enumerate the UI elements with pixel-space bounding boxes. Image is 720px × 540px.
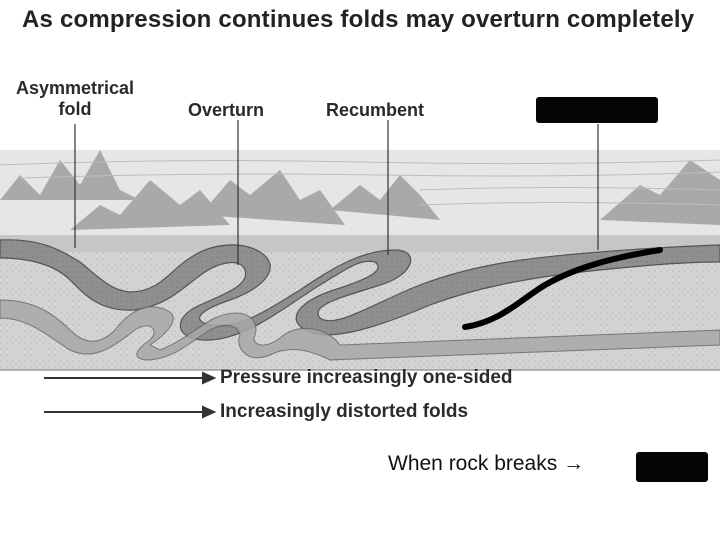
label-asymmetrical-line1: Asymmetrical: [15, 78, 135, 98]
label-asymmetrical-fold: Asymmetrical fold: [0, 78, 150, 120]
distorted-arrow-head: [202, 405, 217, 419]
label-recumbent: Recumbent: [326, 100, 425, 120]
redacted-answer-box: [636, 452, 708, 482]
redacted-label-box: [536, 97, 658, 123]
label-overturn: Overturn: [188, 100, 265, 120]
distorted-label: Increasingly distorted folds: [220, 401, 469, 422]
footer-line: When rock breaks →: [388, 452, 584, 476]
mountain-ridges: [0, 150, 720, 230]
folded-lower-layer: [0, 299, 720, 361]
footer-text: When rock breaks: [388, 452, 558, 475]
surface-streaks: [0, 159, 720, 206]
fault-line: [462, 247, 663, 330]
label-asymmetrical-line2: fold: [58, 99, 92, 119]
footer-arrow-icon: →: [563, 452, 585, 475]
upper-band: [0, 235, 720, 252]
pressure-label: Pressure increasingly one-sided: [220, 367, 513, 388]
pressure-arrows: [44, 371, 217, 419]
diagram-title: As compression continues folds may overt…: [22, 6, 695, 33]
leader-lines: [74, 120, 599, 265]
pressure-arrow-head: [202, 371, 217, 385]
